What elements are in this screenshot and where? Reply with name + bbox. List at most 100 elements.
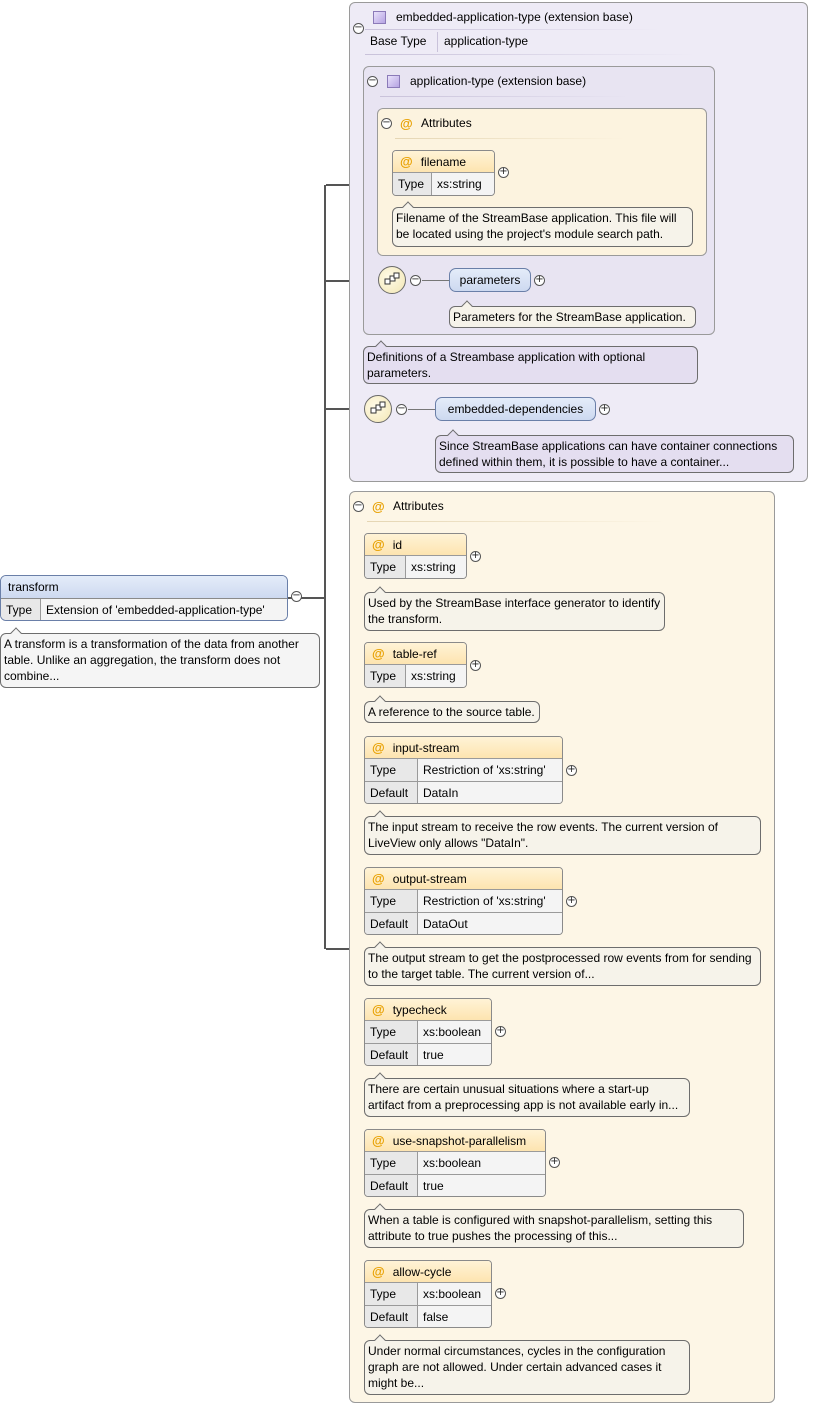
allow-cycle-doc: Under normal circumstances, cycles in th… — [364, 1340, 690, 1395]
attribute-name: id — [392, 538, 403, 552]
type-label: Type — [365, 665, 406, 687]
type-value: xs:boolean — [418, 1152, 545, 1174]
sequence-icon[interactable] — [364, 395, 392, 423]
attribute-name: filename — [420, 155, 467, 169]
attribute-name: allow-cycle — [392, 1265, 452, 1279]
embedded-dependencies-element[interactable]: embedded-dependencies — [435, 397, 596, 421]
expand-icon[interactable]: + — [549, 1156, 560, 1168]
attribute-name: typecheck — [392, 1003, 447, 1017]
type-label: Type — [365, 1283, 418, 1305]
type-value: Restriction of 'xs:string' — [418, 759, 562, 781]
parameters-element[interactable]: parameters — [449, 268, 531, 292]
expand-icon[interactable]: + — [534, 274, 545, 286]
complex-type-icon — [373, 11, 386, 24]
collapse-icon[interactable]: − — [381, 117, 392, 129]
attribute-name: input-stream — [392, 741, 460, 755]
connector-to-embedded-deps — [326, 408, 364, 410]
base-type-divider — [365, 54, 695, 55]
attrs-header-divider — [367, 521, 667, 522]
type-value: Restriction of 'xs:string' — [418, 890, 562, 912]
expand-icon[interactable]: + — [470, 550, 481, 562]
collapse-icon[interactable]: − — [353, 500, 364, 512]
default-value: false — [418, 1306, 491, 1327]
base-type-label: Base Type — [370, 34, 427, 48]
at-icon: @ — [372, 537, 385, 552]
parameters-doc: Parameters for the StreamBase applicatio… — [449, 306, 696, 328]
root-doc: A transform is a transformation of the d… — [0, 633, 320, 688]
application-type-doc: Definitions of a Streambase application … — [363, 346, 698, 384]
type-label: Type — [365, 759, 418, 781]
app-header-divider — [380, 96, 630, 97]
connector-root-trunk — [288, 597, 325, 599]
typecheck-doc: There are certain unusual situations whe… — [364, 1078, 690, 1117]
attribute-name: table-ref — [392, 647, 437, 661]
default-label: Default — [365, 1044, 418, 1065]
type-value: xs:string — [406, 556, 466, 578]
at-icon: @ — [400, 116, 413, 131]
base-type-sep — [437, 32, 438, 52]
sequence-glyph — [384, 272, 400, 285]
filename-doc: Filename of the StreamBase application. … — [392, 207, 693, 247]
default-label: Default — [365, 1175, 418, 1196]
expand-icon[interactable]: + — [495, 1287, 506, 1299]
type-value: xs:string — [432, 173, 494, 195]
output-stream-doc: The output stream to get the postprocess… — [364, 947, 761, 986]
type-value: xs:boolean — [418, 1283, 491, 1305]
id-doc: Used by the StreamBase interface generat… — [364, 592, 665, 631]
expand-icon[interactable]: + — [470, 659, 481, 671]
embedded-deps-link — [408, 409, 435, 410]
attribute-name: use-snapshot-parallelism — [392, 1134, 527, 1148]
complex-type-icon — [387, 75, 400, 88]
collapse-icon[interactable]: − — [367, 75, 378, 87]
default-label: Default — [365, 782, 418, 803]
default-label: Default — [365, 913, 418, 934]
type-value: xs:string — [406, 665, 466, 687]
connector-to-attributes — [326, 948, 350, 950]
default-value: DataOut — [418, 913, 562, 934]
table-ref-doc: A reference to the source table. — [364, 701, 540, 723]
collapse-icon[interactable]: − — [291, 590, 302, 602]
type-label: Type — [393, 173, 432, 195]
default-label: Default — [365, 1306, 418, 1327]
default-value: DataIn — [418, 782, 562, 803]
attributes-label: Attributes — [393, 499, 444, 513]
base-type-value: application-type — [444, 34, 529, 48]
collapse-icon[interactable]: − — [410, 274, 421, 286]
type-label: Type — [365, 556, 406, 578]
at-icon: @ — [372, 1264, 385, 1279]
type-value: xs:boolean — [418, 1021, 491, 1043]
type-label: Type — [365, 1152, 418, 1174]
expand-icon[interactable]: + — [566, 895, 577, 907]
sequence-glyph — [370, 401, 386, 414]
collapse-icon[interactable]: − — [396, 403, 407, 415]
use-snapshot-parallelism-doc: When a table is configured with snapshot… — [364, 1209, 744, 1248]
at-icon: @ — [372, 1133, 385, 1148]
embedded-dependencies-doc: Since StreamBase applications can have c… — [435, 435, 794, 473]
collapse-icon[interactable]: − — [353, 22, 364, 34]
default-value: true — [418, 1044, 491, 1065]
expand-icon[interactable]: + — [566, 764, 577, 776]
expand-icon[interactable]: + — [495, 1025, 506, 1037]
input-stream-doc: The input stream to receive the row even… — [364, 816, 761, 855]
at-icon: @ — [400, 154, 413, 169]
at-icon: @ — [372, 646, 385, 661]
expand-icon[interactable]: + — [599, 403, 610, 415]
root-element-box[interactable]: transform Type Extension of 'embedded-ap… — [0, 575, 288, 621]
at-icon: @ — [372, 740, 385, 755]
expand-icon[interactable]: + — [498, 166, 509, 178]
type-label: Type — [365, 890, 418, 912]
default-value: true — [418, 1175, 545, 1196]
attributes-label: Attributes — [421, 116, 472, 130]
at-icon: @ — [372, 1002, 385, 1017]
root-element-name: transform — [1, 576, 287, 599]
connector-vertical — [324, 185, 326, 949]
root-type-value: Extension of 'embedded-application-type' — [41, 599, 287, 620]
